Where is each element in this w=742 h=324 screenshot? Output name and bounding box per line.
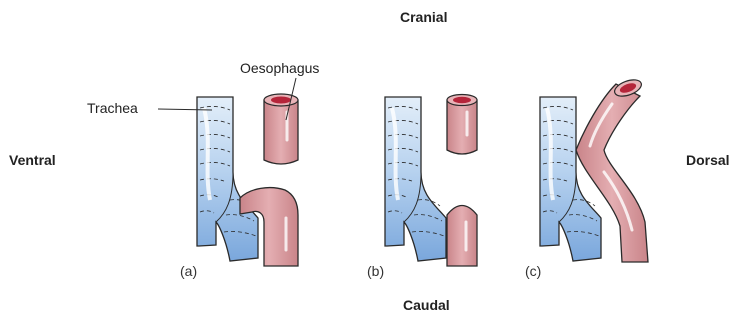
cranial-label: Cranial	[400, 9, 447, 25]
trachea-b	[385, 97, 446, 261]
panel-label-a: (a)	[180, 263, 197, 279]
oesophagus-upper-a	[264, 94, 298, 164]
panel-b	[385, 95, 477, 267]
panel-c	[540, 77, 648, 262]
panel-label-c: (c)	[525, 263, 541, 279]
ventral-label: Ventral	[9, 152, 56, 168]
trachea-label: Trachea	[87, 100, 138, 116]
dorsal-label: Dorsal	[686, 152, 730, 168]
oesophagus-upper-b	[447, 95, 477, 155]
panel-label-b: (b)	[367, 263, 384, 279]
oesophagus-label: Oesophagus	[240, 60, 319, 76]
caudal-label: Caudal	[403, 297, 450, 313]
oesophagus-lower-b	[447, 206, 477, 267]
trachea-a	[197, 97, 258, 261]
panel-a	[197, 94, 298, 266]
